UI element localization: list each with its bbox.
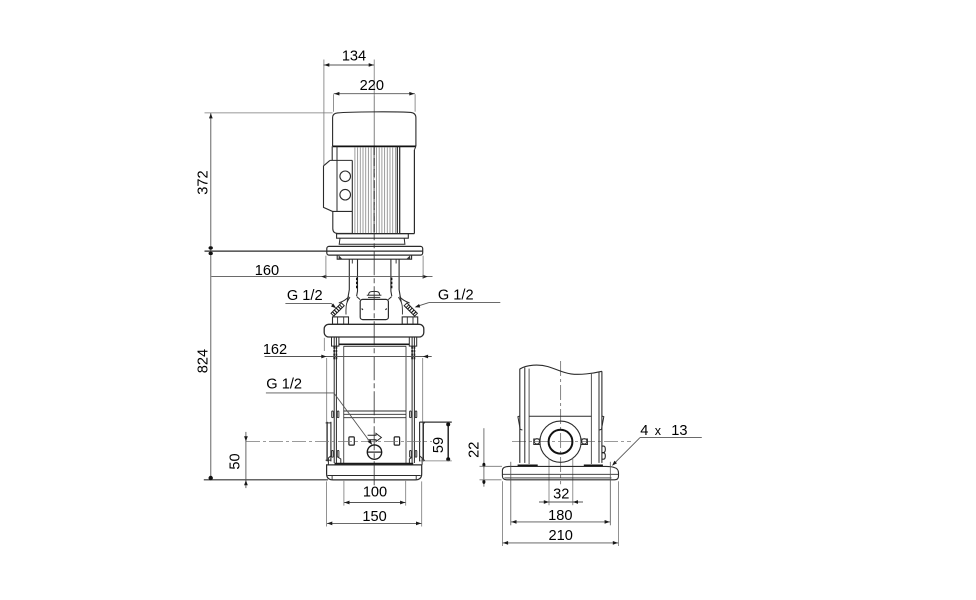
svg-text:100: 100 xyxy=(363,485,387,501)
svg-text:32: 32 xyxy=(553,486,569,502)
svg-text:824: 824 xyxy=(196,349,212,373)
svg-text:160: 160 xyxy=(255,263,279,279)
svg-text:22: 22 xyxy=(467,442,483,458)
svg-text:4: 4 xyxy=(640,423,648,439)
svg-text:150: 150 xyxy=(362,509,386,525)
svg-text:50: 50 xyxy=(227,453,243,469)
svg-text:180: 180 xyxy=(548,508,572,524)
svg-text:59: 59 xyxy=(431,437,447,453)
svg-text:372: 372 xyxy=(196,170,212,194)
svg-text:220: 220 xyxy=(360,78,384,94)
svg-text:13: 13 xyxy=(671,423,687,439)
svg-text:G 1/2: G 1/2 xyxy=(287,288,323,304)
svg-text:x: x xyxy=(655,424,662,438)
svg-text:134: 134 xyxy=(342,48,366,64)
svg-text:162: 162 xyxy=(263,342,287,358)
svg-text:G 1/2: G 1/2 xyxy=(266,377,302,393)
svg-text:210: 210 xyxy=(549,528,573,544)
svg-text:G 1/2: G 1/2 xyxy=(438,287,474,303)
